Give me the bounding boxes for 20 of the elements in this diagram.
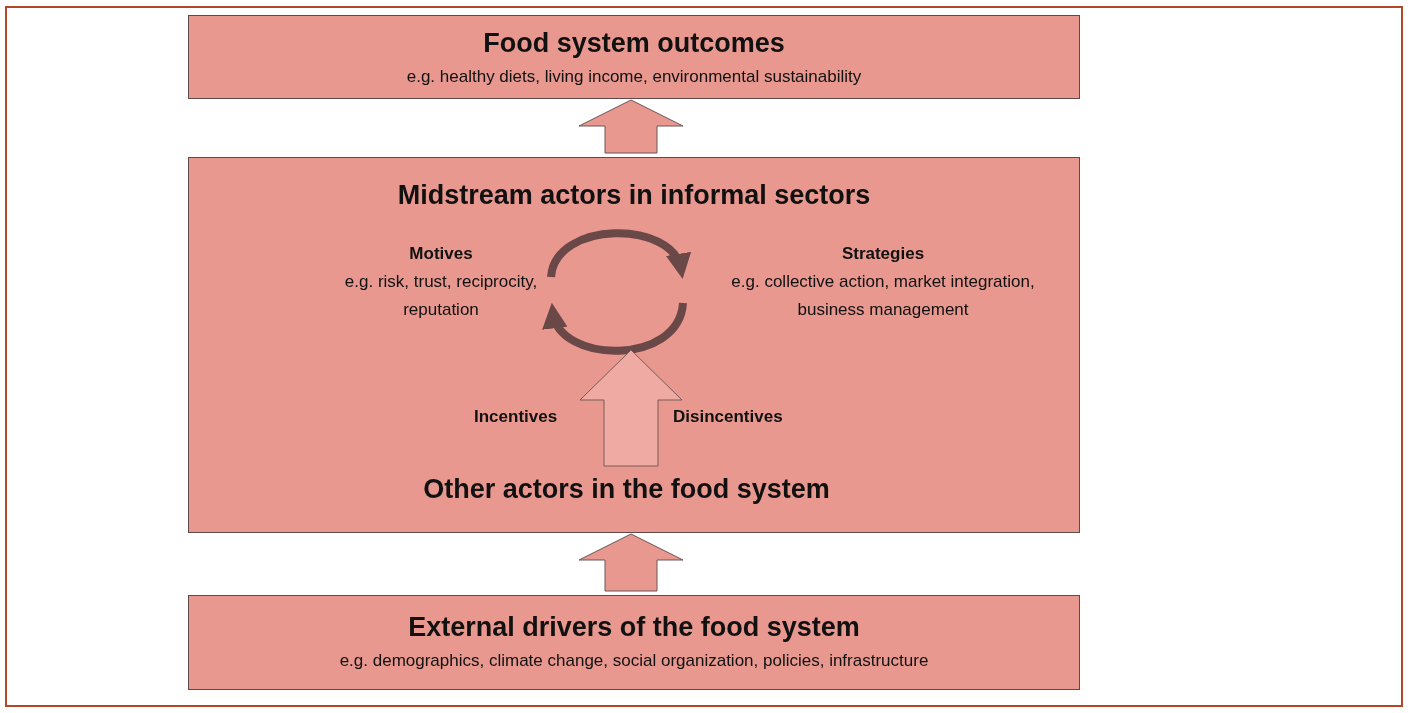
arrow-label: Disincentives: [673, 407, 783, 427]
heading: Other actors in the food system: [423, 473, 830, 506]
cycle-arrow: [545, 302, 687, 355]
example-text: e.g. collective action, market integration, business management: [730, 271, 1036, 322]
heading: External drivers of the food system: [408, 611, 860, 644]
example-text: e.g. risk, trust, reciprocity, reputation: [343, 271, 539, 322]
example-text: e.g. demographics, climate change, social organization, policies, infrastructure: [339, 650, 929, 673]
drivers-box: [188, 595, 1080, 690]
actor-box: [188, 157, 1080, 533]
heading: Midstream actors in informal sectors: [397, 179, 871, 212]
block-arrow: [578, 99, 684, 154]
arrow-label: Incentives: [474, 407, 558, 427]
block-arrow: [578, 533, 684, 592]
block-arrow: [579, 349, 683, 467]
heading: Food system outcomes: [483, 27, 785, 60]
cycle-arrow: [547, 229, 688, 279]
example-text: e.g. healthy diets, living income, environmental sustainability: [406, 66, 862, 89]
heading: Strategies: [841, 243, 925, 265]
outcome-box: [188, 15, 1080, 99]
heading: Motives: [409, 243, 473, 265]
